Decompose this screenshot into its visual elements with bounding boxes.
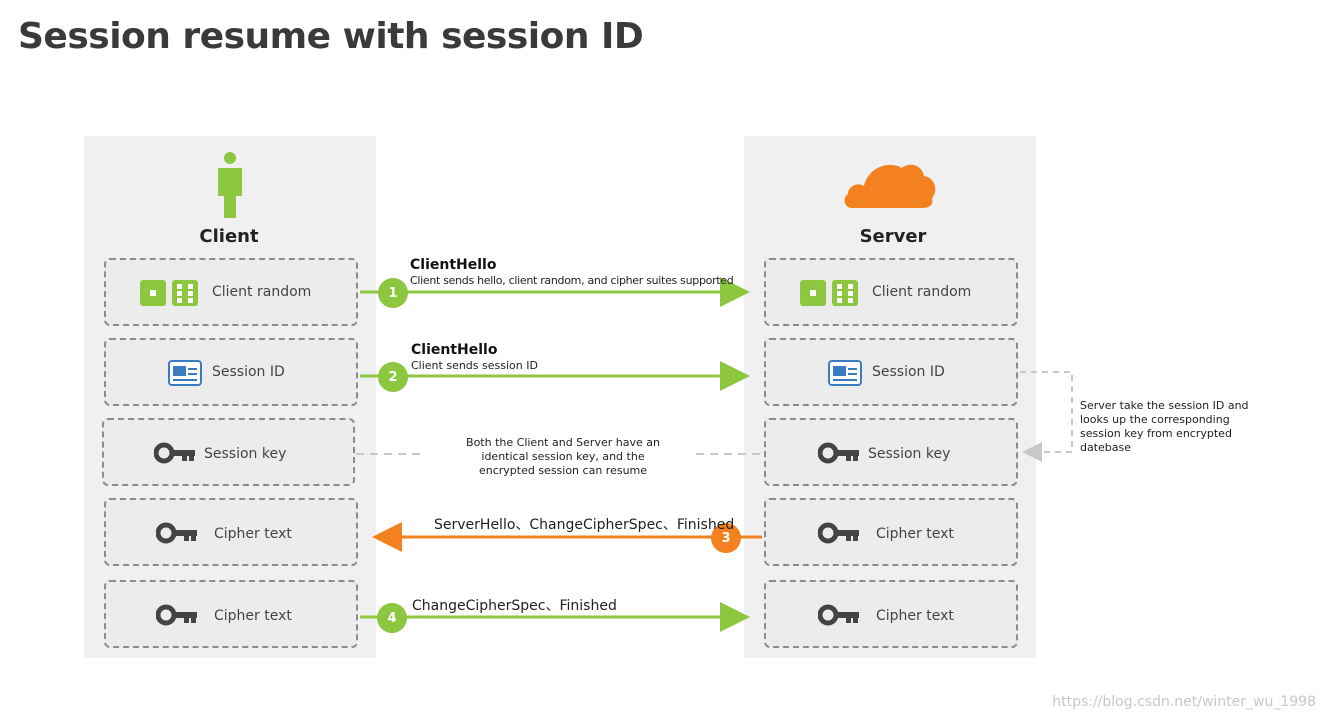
server-session-id-box: Session ID <box>764 338 1018 406</box>
id-card-icon <box>828 360 862 386</box>
key-icon <box>818 442 859 464</box>
client-cipher-text-box-2: Cipher text <box>104 580 358 648</box>
step-1-badge: 1 <box>378 278 408 308</box>
key-icon <box>154 442 195 464</box>
page-title: Session resume with session ID <box>18 16 644 57</box>
client-session-id-label: Session ID <box>212 364 285 380</box>
lookup-connector <box>1020 371 1073 462</box>
client-cipher-text-label-1: Cipher text <box>214 526 292 542</box>
id-card-icon <box>168 360 202 386</box>
key-icon <box>156 604 197 626</box>
server-session-key-label: Session key <box>868 446 951 462</box>
step-4-badge: 4 <box>377 603 407 633</box>
server-cipher-text-box-2: Cipher text <box>764 580 1018 648</box>
step-2-badge: 2 <box>378 362 408 392</box>
client-cipher-text-label-2: Cipher text <box>214 608 292 624</box>
client-label: Client <box>199 226 259 247</box>
message-2-desc: Client sends session ID <box>411 359 538 372</box>
server-session-id-label: Session ID <box>872 364 945 380</box>
message-1-title: ClientHello <box>410 257 497 273</box>
key-icon <box>818 522 859 544</box>
client-session-key-box: Session key <box>102 418 355 486</box>
server-label: Server <box>859 226 927 247</box>
message-4-text: ChangeCipherSpec、Finished <box>412 598 617 614</box>
message-2-title: ClientHello <box>411 342 498 358</box>
shared-key-note: Both the Client and Server have an ident… <box>466 436 660 477</box>
server-lookup-note: Server take the session ID and looks up … <box>1080 399 1249 454</box>
person-icon <box>218 152 242 218</box>
client-random-label: Client random <box>212 284 312 300</box>
server-random-box: Client random <box>764 258 1018 326</box>
server-cipher-text-label-1: Cipher text <box>876 526 954 542</box>
server-session-key-box: Session key <box>764 418 1018 486</box>
dice-icon <box>140 280 198 306</box>
client-session-id-box: Session ID <box>104 338 358 406</box>
message-1-desc: Client sends hello, client random, and c… <box>410 274 734 287</box>
step-3-badge: 3 <box>711 523 741 553</box>
server-cipher-text-label-2: Cipher text <box>876 608 954 624</box>
dice-icon <box>800 280 858 306</box>
client-random-box: Client random <box>104 258 358 326</box>
key-icon <box>818 604 859 626</box>
server-cipher-text-box-1: Cipher text <box>764 498 1018 566</box>
watermark: https://blog.csdn.net/winter_wu_1998 <box>1052 694 1316 710</box>
key-icon <box>156 522 197 544</box>
server-random-label: Client random <box>872 284 972 300</box>
client-cipher-text-box-1: Cipher text <box>104 498 358 566</box>
client-session-key-label: Session key <box>204 446 287 462</box>
cloud-icon <box>844 164 936 208</box>
message-3-text: ServerHello、ChangeCipherSpec、Finished <box>434 517 735 533</box>
